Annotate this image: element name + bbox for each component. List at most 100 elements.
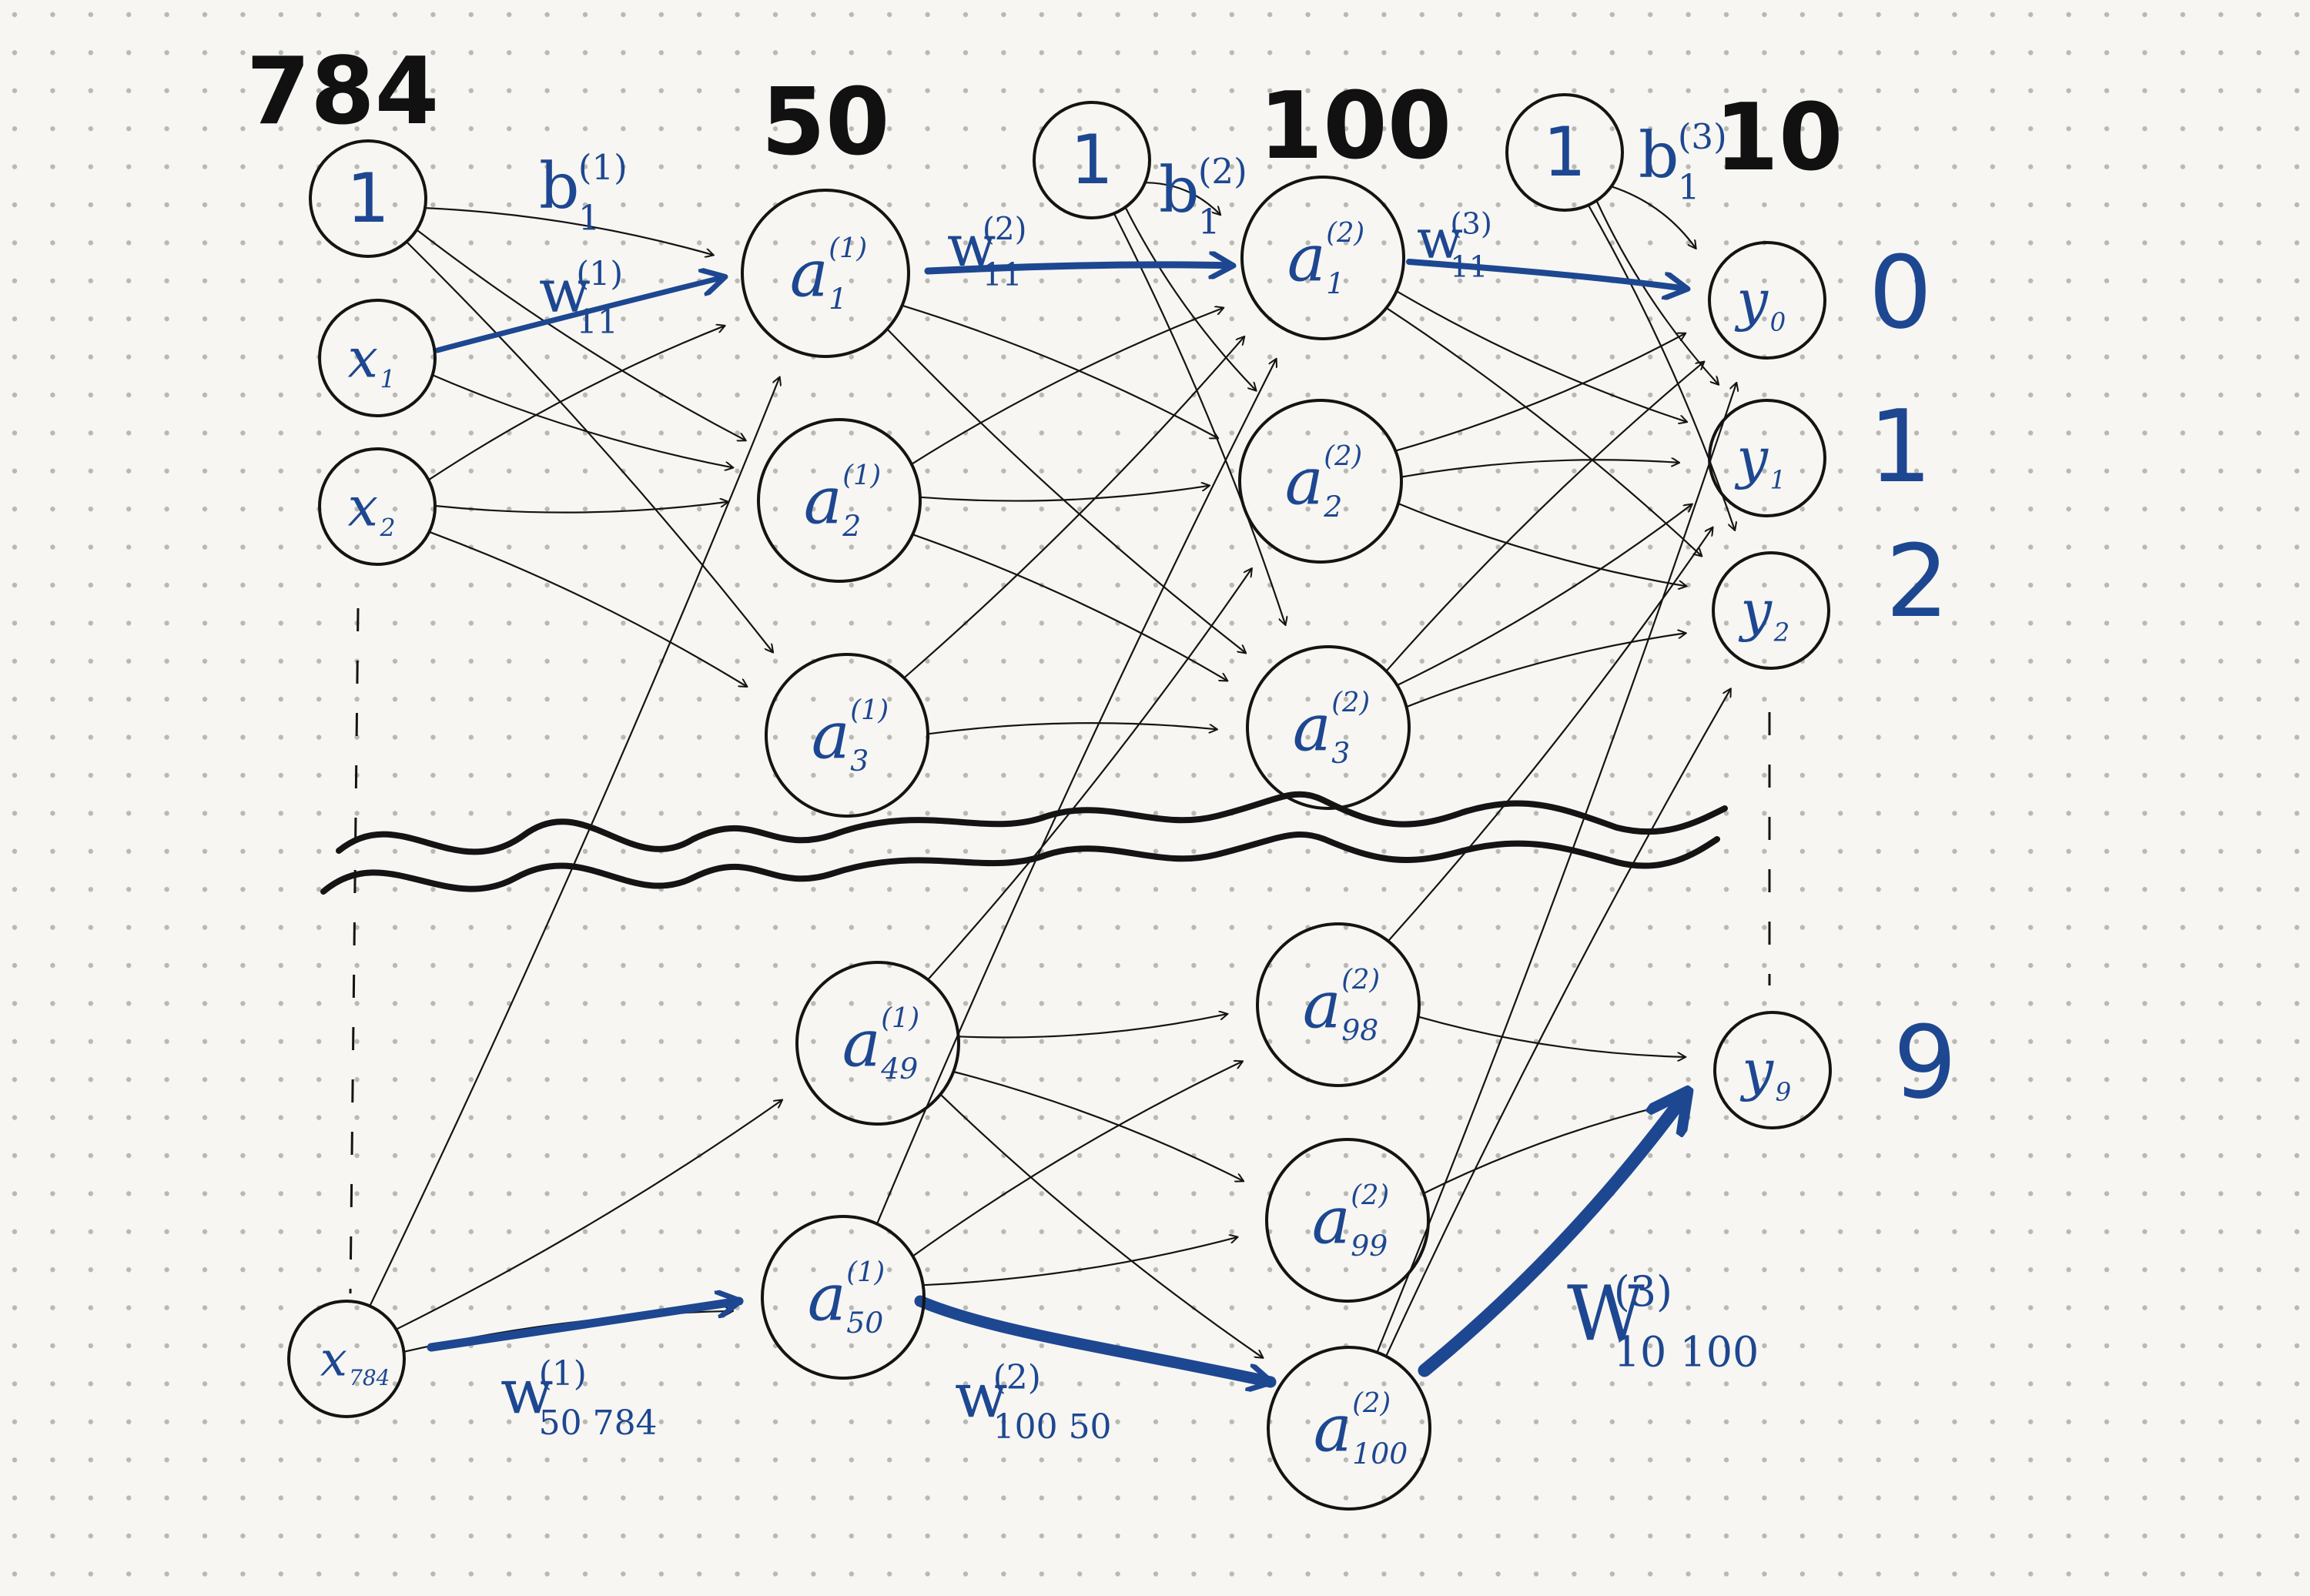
layer-size-input: 784 xyxy=(246,38,440,146)
label-h2_3: a(2)3 xyxy=(1293,687,1370,770)
weight-sup: (3) xyxy=(1450,207,1492,242)
layer-size-hidden2: 100 xyxy=(1259,73,1452,180)
node-b2 xyxy=(1505,93,1624,212)
edge-h2_98-y9 xyxy=(1418,1015,1686,1057)
edge-h2_100-y0 xyxy=(1376,383,1737,1353)
label-sup: (2) xyxy=(1351,1179,1389,1211)
weight-sup: (3) xyxy=(1678,116,1727,157)
label-base: a xyxy=(1312,1183,1351,1258)
node-h2_99 xyxy=(1265,1138,1430,1303)
weight-w50-784: w(1)50 784 xyxy=(500,1354,658,1443)
node-b0 xyxy=(309,139,427,258)
label-h2_98: a(2)98 xyxy=(1303,964,1380,1047)
label-base: y xyxy=(1739,1038,1774,1102)
edge-h2_2-y2 xyxy=(1398,502,1686,586)
edge-b0-h1_1 xyxy=(424,207,713,255)
weight-sub: 50 784 xyxy=(539,1404,658,1443)
weight-sub: 1 xyxy=(578,198,601,239)
label-sup: (1) xyxy=(846,1256,885,1288)
node-h1_3 xyxy=(765,653,929,818)
edge-h2_3-y0 xyxy=(1385,362,1703,672)
class-label-2: 2 xyxy=(1886,523,1950,640)
edge-b0-h1_3 xyxy=(406,241,773,652)
edge-h1_1-h2_2 xyxy=(902,304,1218,438)
label-sub: 3 xyxy=(850,744,869,778)
label-sub: 1 xyxy=(829,282,847,316)
label-sub: 98 xyxy=(1341,1013,1378,1047)
weight-w11-2: w(2)11 xyxy=(947,211,1027,293)
edge-x784-h1_1 xyxy=(369,377,779,1307)
w11-3-arrow xyxy=(1406,259,1686,289)
w50-784-arrow xyxy=(427,1301,744,1352)
label-sub: 2 xyxy=(1773,618,1790,647)
edge-h2_100-y2 xyxy=(1385,689,1730,1357)
label-h2_100: a(2)100 xyxy=(1314,1387,1408,1471)
label-sub: 1 xyxy=(380,366,396,394)
bias-unit-b0: 1 xyxy=(346,159,390,238)
edge-h1_3-h2_3 xyxy=(927,722,1217,735)
weight-sub: 1 xyxy=(1678,167,1700,208)
edge-h1_49-h2_2 xyxy=(927,569,1251,981)
bias-unit-b2: 1 xyxy=(1543,112,1586,192)
weight-base: b xyxy=(1639,119,1679,192)
edge-h2_98-y1 xyxy=(1387,528,1712,942)
label-base: y xyxy=(1738,578,1773,643)
weight-sup: (2) xyxy=(983,211,1027,248)
break-line-lower xyxy=(320,831,1720,895)
label-sup: (2) xyxy=(1324,440,1362,472)
connection-lines xyxy=(369,182,1737,1357)
weight-w10-100: W(3)10 100 xyxy=(1567,1267,1759,1376)
edge-h2_1-y2 xyxy=(1385,306,1702,556)
edge-h1_2-h2_3 xyxy=(912,534,1227,681)
node-b1 xyxy=(1033,101,1151,219)
weight-base: b xyxy=(1159,154,1200,227)
label-sup: (1) xyxy=(829,233,867,264)
label-base: a xyxy=(808,1260,846,1335)
label-sup: (2) xyxy=(1341,964,1380,995)
label-sub: 2 xyxy=(380,515,396,543)
label-base: a xyxy=(1293,690,1331,765)
label-h2_99: a(2)99 xyxy=(1312,1179,1389,1263)
label-base: x xyxy=(320,1331,347,1387)
weight-base: w xyxy=(1417,208,1463,271)
label-sub: 0 xyxy=(1770,308,1786,337)
node-h1_2 xyxy=(757,418,922,583)
neurons xyxy=(287,93,1832,1511)
weight-sub: 11 xyxy=(1450,250,1488,285)
label-sup: (2) xyxy=(1326,217,1364,249)
node-h2_98 xyxy=(1256,922,1421,1087)
label-h1_1: a(1)1 xyxy=(790,233,867,316)
bias-weight-b1-2: b(2)1 xyxy=(1159,151,1247,243)
weight-w100-50: w(2)100 50 xyxy=(955,1358,1112,1447)
edge-b0-h1_2 xyxy=(416,229,745,440)
label-base: a xyxy=(1287,220,1326,296)
w11-1-arrow xyxy=(434,277,724,353)
input-column-dashes xyxy=(349,607,360,1294)
weight-sup: (1) xyxy=(539,1354,587,1394)
label-sub: 2 xyxy=(1323,490,1342,524)
node-x2 xyxy=(318,447,437,566)
label-sub: 2 xyxy=(842,509,861,543)
bias-weight-b1-1: b(1)1 xyxy=(539,147,628,239)
node-h2_3 xyxy=(1246,645,1411,810)
weight-sub: 10 100 xyxy=(1614,1327,1759,1376)
label-sub: 49 xyxy=(880,1052,918,1086)
edge-h1_2-h2_1 xyxy=(911,308,1224,465)
label-sup: (1) xyxy=(850,694,889,726)
edge-x2-h1_2 xyxy=(434,502,728,514)
edge-x2-h1_1 xyxy=(427,326,725,481)
label-sub: 1 xyxy=(1326,266,1344,300)
node-y9 xyxy=(1713,1011,1832,1129)
label-sup: (2) xyxy=(1331,687,1370,718)
edge-b1-h2_2 xyxy=(1124,206,1256,390)
edge-b1-h2_1 xyxy=(1145,182,1220,214)
label-base: a xyxy=(1314,1390,1352,1466)
label-sub: 784 xyxy=(349,1365,390,1390)
layer-size-output: 10 xyxy=(1715,85,1843,192)
node-x784 xyxy=(287,1300,406,1418)
label-base: a xyxy=(1285,443,1324,519)
